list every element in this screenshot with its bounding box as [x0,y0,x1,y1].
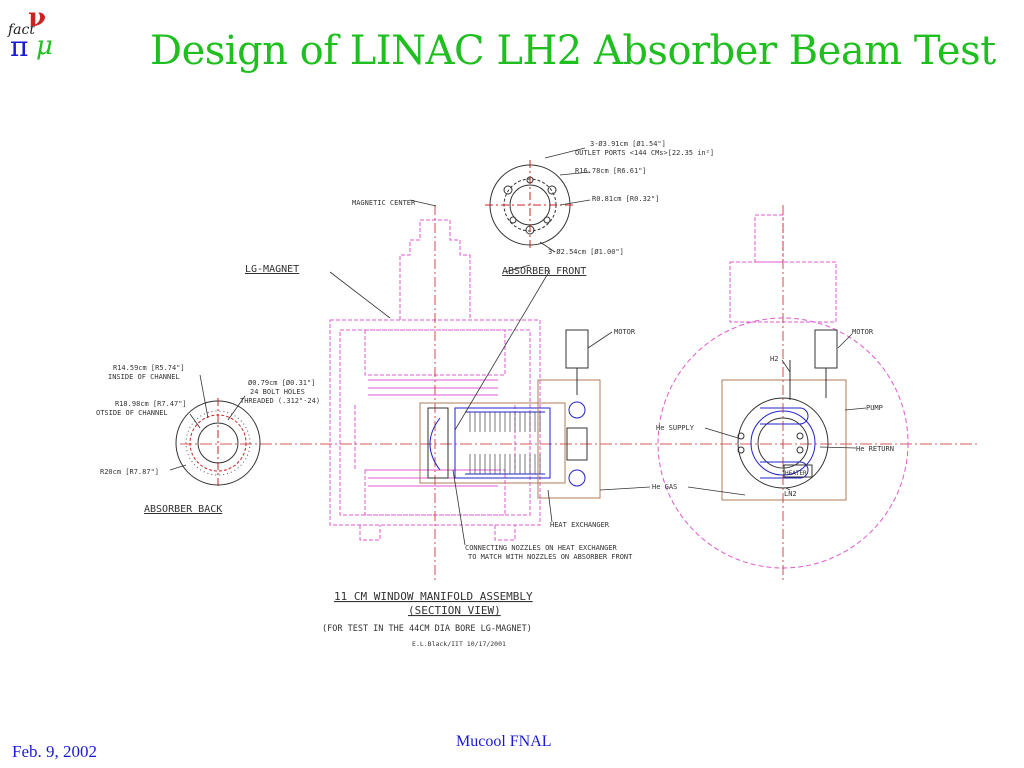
magnet-coil-hatching [368,379,498,487]
back-callout-3: R18.98cm [R7.47"] [115,400,187,408]
ln2-label: LN2 [784,490,797,498]
absorber-front-leaders [504,147,591,273]
pi-glyph: π [10,30,28,62]
absorber-assembly-section [419,402,566,484]
side-motor-label: MOTOR [614,328,636,336]
title-block-line4: E.L.Black/IIT 10/17/2001 [412,640,506,648]
nozzles-note-1: CONNECTING NOZZLES ON HEAT EXCHANGER [465,544,618,552]
back-callout-7: 24 BOLT HOLES [250,388,305,396]
front-callout-3: R16.78cm [R6.61"] [575,167,647,175]
title-block-line2: (SECTION VIEW) [408,604,501,617]
pump-label: PUMP [866,404,883,412]
fact-logo: fact ν π μ [6,3,68,63]
front-callout-2: OUTLET PORTS <144 CMs>[22.35 in²] [575,149,714,157]
back-callout-2: INSIDE OF CHANNEL [108,373,180,381]
magnetic-center-label: MAGNETIC CENTER [352,199,416,207]
he-return-label: He RETURN [856,445,894,453]
he-supply-label: He SUPPLY [656,424,695,432]
lg-magnet-label: LG-MAGNET [245,264,299,275]
front-callout-4: R0.81cm [R0.32"] [592,195,659,203]
front-callout-1: 3-Ø3.91cm [Ø1.54"] [590,140,666,148]
back-callout-6: Ø0.79cm [Ø0.31"] [248,379,315,387]
slide-title: Design of LINAC LH2 Absorber Beam Test [150,28,996,74]
back-callout-5: R20cm [R7.87"] [100,468,159,476]
end-view-leaders [599,333,867,496]
he-box-side [537,329,601,499]
absorber-front-view [485,160,575,250]
footer-venue: Mucool FNAL [456,733,552,750]
absorber-front-label: ABSORBER FRONT [502,266,586,277]
front-callout-5: 3-Ø2.54cm [Ø1.00"] [548,248,624,256]
absorber-back-view [175,398,261,488]
he-gas-label: He GAS [652,483,677,491]
end-motor-label: MOTOR [852,328,874,336]
logo-text: fact [7,22,35,38]
nozzles-note-2: TO MATCH WITH NOZZLES ON ABSORBER FRONT [468,553,633,561]
absorber-back-label: ABSORBER BACK [144,504,222,515]
title-block-line1: 11 CM WINDOW MANIFOLD ASSEMBLY [334,590,533,603]
heat-exchanger-label: HEAT EXCHANGER [550,521,610,529]
nu-glyph: ν [28,4,46,33]
h2-label: H2 [770,355,778,363]
heater-label: HEATER [785,470,807,477]
back-callout-4: OTSIDE OF CHANNEL [96,409,168,417]
back-callout-8: THREADED (.312"-24) [240,397,320,405]
title-block-line3: (FOR TEST IN THE 44CM DIA BORE LG-MAGNET… [322,624,532,634]
back-callout-1: R14.59cm [R5.74"] [113,364,185,372]
footer-date: Feb. 9, 2002 [12,742,97,761]
absorber-back-leaders [169,374,246,471]
mu-glyph: μ [36,31,53,61]
